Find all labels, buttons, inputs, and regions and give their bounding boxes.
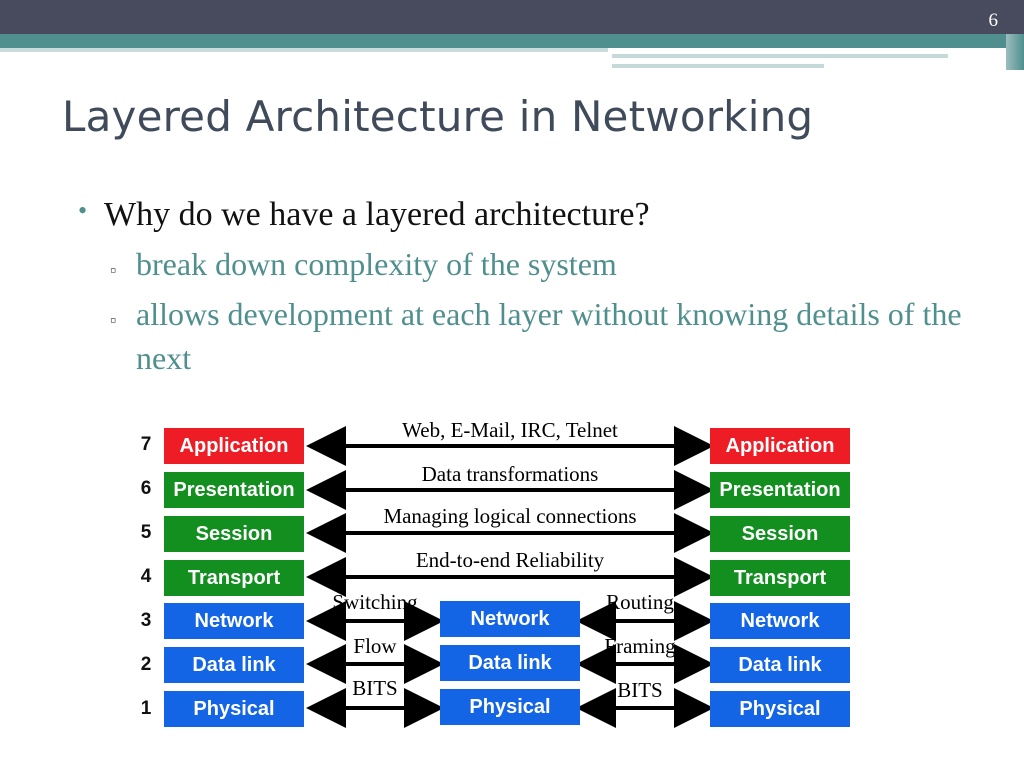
sub-bullet-text: break down complexity of the system	[136, 246, 617, 282]
header-pale-line	[0, 48, 608, 52]
label-flow: Flow	[353, 634, 397, 658]
label-application-protocols: Web, E-Mail, IRC, Telnet	[402, 418, 618, 442]
label-framing: Framing	[604, 634, 676, 658]
slide-title: Layered Architecture in Networking	[62, 92, 814, 141]
osi-layer-diagram: 7 6 5 4 3 2 1 Application Presentation S…	[130, 412, 870, 732]
header-right-edge	[1006, 34, 1024, 70]
label-data-transformations: Data transformations	[421, 462, 599, 486]
diagram-arrows	[306, 426, 714, 728]
label-bits-right: BITS	[617, 678, 663, 702]
right-layer-transport: Transport	[710, 560, 850, 596]
label-routing: Routing	[606, 590, 674, 614]
right-layer-session: Session	[710, 516, 850, 552]
main-bullet-text: Why do we have a layered architecture?	[104, 196, 650, 233]
header-accent-band	[0, 34, 1024, 48]
sub-bullet-icon: ▫	[110, 260, 117, 280]
layer-number: 4	[140, 566, 152, 587]
left-layer-transport: Transport	[164, 560, 304, 596]
layer-number: 2	[140, 654, 152, 675]
slide-number: 6	[988, 10, 999, 31]
header-right-line-short	[612, 64, 824, 68]
layer-number: 6	[140, 478, 152, 499]
left-layer-session: Session	[164, 516, 304, 552]
sub-bullet-text: allows development at each layer without…	[136, 296, 962, 376]
label-logical-connections: Managing logical connections	[383, 504, 637, 528]
label-bits-left: BITS	[352, 676, 398, 700]
left-layer-network: Network	[164, 603, 304, 639]
right-layer-network: Network	[710, 603, 850, 639]
bullet-icon: •	[78, 196, 88, 225]
layer-number: 3	[140, 610, 152, 631]
layer-number: 1	[140, 698, 152, 719]
sub-bullet-icon: ▫	[110, 310, 117, 330]
left-layer-physical: Physical	[164, 691, 304, 727]
right-layer-presentation: Presentation	[710, 472, 850, 508]
middle-layer-network: Network	[440, 601, 580, 637]
left-layer-presentation: Presentation	[164, 472, 304, 508]
layer-number: 5	[140, 522, 152, 543]
middle-layer-physical: Physical	[440, 689, 580, 725]
right-layer-physical: Physical	[710, 691, 850, 727]
header-right-line	[612, 54, 948, 58]
left-layer-datalink: Data link	[164, 647, 304, 683]
header-bar	[0, 0, 1024, 34]
layer-number: 7	[140, 434, 152, 455]
label-switching: Switching	[332, 590, 418, 614]
right-layer-application: Application	[710, 428, 850, 464]
right-layer-datalink: Data link	[710, 647, 850, 683]
middle-layer-datalink: Data link	[440, 645, 580, 681]
left-layer-application: Application	[164, 428, 304, 464]
label-end-to-end-reliability: End-to-end Reliability	[415, 548, 605, 572]
